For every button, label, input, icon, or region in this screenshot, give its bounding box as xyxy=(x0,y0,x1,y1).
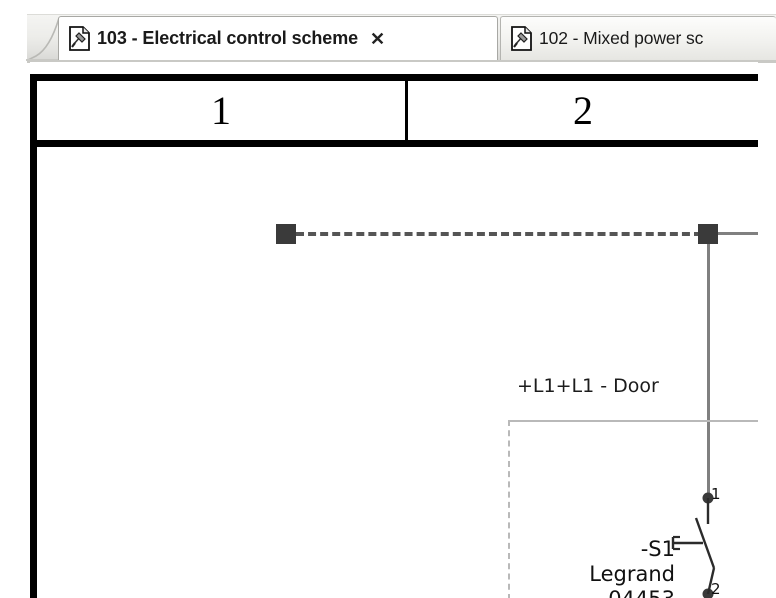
tab-label: 103 - Electrical control scheme xyxy=(97,28,359,48)
tab-102-mixed-power-sc[interactable]: 102 - Mixed power sc xyxy=(500,16,776,60)
drawing-sheet[interactable]: 1 2 +L1+L1 - Door 1 2 -S1 Legrand 04453 … xyxy=(30,62,758,598)
enclosure-label: +L1+L1 - Door xyxy=(517,375,659,397)
column-divider xyxy=(405,81,408,140)
sheet-frame-top-border xyxy=(30,74,758,81)
junction-node-left[interactable] xyxy=(276,224,296,244)
dashed-link-wire xyxy=(296,232,702,236)
drawing-document-icon xyxy=(511,26,532,51)
tab-103-electrical-control-scheme[interactable]: 103 - Electrical control scheme ✕ xyxy=(58,16,498,60)
drawing-document-icon xyxy=(69,26,90,51)
column-header-2: 2 xyxy=(573,88,593,133)
tab-bar: 103 - Electrical control scheme ✕ 102 - … xyxy=(0,0,776,63)
sheet-frame-left-border xyxy=(30,74,37,598)
column-header-1: 1 xyxy=(211,88,231,133)
device-part-number: 04453 xyxy=(525,587,675,598)
terminal-number-2: 2 xyxy=(711,580,721,598)
junction-node-right[interactable] xyxy=(698,224,718,244)
tab-leading-slant xyxy=(26,16,62,61)
tab-label: 102 - Mixed power sc xyxy=(539,28,704,48)
terminal-number-1: 1 xyxy=(711,485,721,503)
enclosure-boundary xyxy=(508,420,758,598)
column-header-rule xyxy=(30,140,758,147)
device-designation[interactable]: -S1 xyxy=(640,537,675,561)
close-icon[interactable]: ✕ xyxy=(370,28,386,49)
wire-horizontal-right xyxy=(718,232,758,235)
device-manufacturer: Legrand xyxy=(589,562,675,586)
wire-vertical-down xyxy=(707,244,710,498)
switch-symbol-s1[interactable] xyxy=(670,482,758,598)
